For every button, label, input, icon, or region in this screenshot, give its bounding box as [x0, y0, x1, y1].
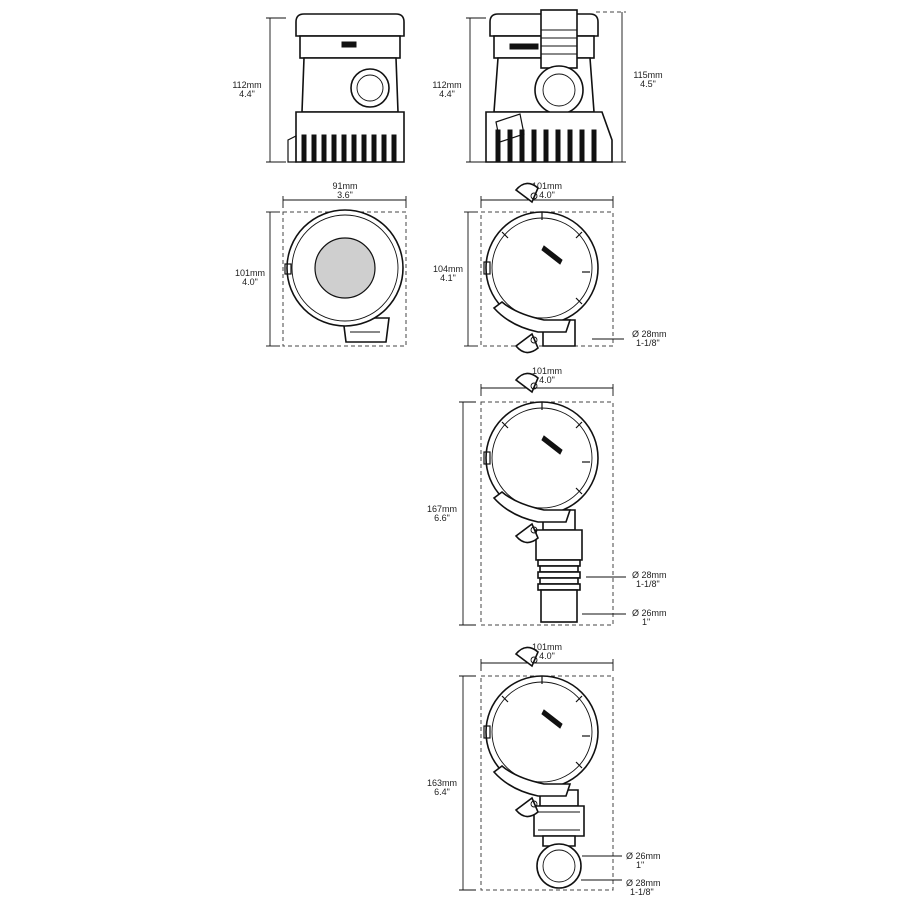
brand-badge [341, 41, 357, 48]
front-height-in: 4.4" [239, 89, 255, 99]
top1-width-mm: 91mm [332, 181, 357, 191]
view3-adapter-collar [535, 529, 583, 561]
view4-outlet-a-mm: Ø 26mm [626, 851, 661, 861]
view4-elbow-bore [542, 849, 576, 883]
front-height-mm: 112mm [232, 80, 261, 90]
view4-height-in: 6.4" [434, 787, 450, 797]
view4-outlet-b-mm: Ø 28mm [626, 878, 661, 888]
view3-height-in: 6.6" [434, 513, 450, 523]
view4-pump-body [483, 646, 599, 818]
top1-height-in: 4.0" [242, 277, 258, 287]
side-outlet-spout [540, 9, 578, 69]
pump-cap [295, 13, 405, 37]
view4-height-mm: 163mm [427, 778, 457, 788]
side-view: 112mm 4.4" 115mm 4.5" [432, 9, 663, 163]
view3-outlet-b-mm: Ø 26mm [632, 608, 667, 618]
view3-adapter-ribs [537, 559, 581, 591]
view4-elbow-ring [536, 843, 582, 889]
top1-tab [284, 263, 292, 275]
side-height-right-in: 4.5" [640, 79, 656, 89]
view3-outlet-a-mm: Ø 28mm [632, 570, 667, 580]
top2-width-mm: 101mm [532, 181, 562, 191]
view4-outlet-b-in: 1-1/8" [630, 887, 654, 897]
top2-outlet-mm: Ø 28mm [632, 329, 667, 339]
top2-outlet-in: 1-1/8" [636, 338, 660, 348]
side-height-right-mm: 115mm [633, 70, 662, 80]
top1-width-in: 3.6" [337, 190, 353, 200]
top2-pump-body [483, 182, 599, 354]
view3-pump-body [483, 372, 599, 544]
side-outlet-ring [534, 65, 584, 115]
view3-hose-tail [540, 589, 578, 623]
top-view-hose-adapter: 101mm 4.0" 167mm 6.6" Ø 28mm 1-1/8" Ø 26… [427, 366, 667, 627]
view4-outlet-a-in: 1" [636, 860, 644, 870]
side-switch-tab [495, 113, 525, 143]
top1-cap-center [314, 237, 376, 299]
view3-outlet-b-in: 1" [642, 617, 650, 627]
view3-height-mm: 167mm [427, 504, 457, 514]
view3-width-mm: 101mm [532, 366, 562, 376]
view3-width-in: 4.0" [539, 375, 555, 385]
front-view: 112mm 4.4" [232, 13, 405, 163]
side-height-left-in: 4.4" [439, 89, 455, 99]
top2-width-in: 4.0" [539, 190, 555, 200]
top-view-round: 91mm 3.6" 101mm 4.0" [235, 181, 407, 347]
side-brand-badge [509, 43, 539, 50]
view3-outlet-a-in: 1-1/8" [636, 579, 660, 589]
view4-width-mm: 101mm [532, 642, 562, 652]
view4-elbow-body [533, 805, 585, 837]
top2-height-mm: 104mm [433, 264, 463, 274]
view4-width-in: 4.0" [539, 651, 555, 661]
top-view-elbow-adapter: 101mm 4.0" 163mm 6.4" Ø 26mm 1" Ø 28mm 1… [427, 642, 661, 897]
top2-height-in: 4.1" [440, 273, 456, 283]
outlet-port-bore [356, 74, 384, 102]
top1-bounding-box [282, 211, 407, 347]
side-height-left-mm: 112mm [432, 80, 461, 90]
top1-height-mm: 101mm [235, 268, 265, 278]
top-view-lobed: 101mm 4.0" 104mm 4.1" Ø 28mm 1-1/8" [433, 181, 667, 354]
mount-tab [287, 135, 297, 163]
